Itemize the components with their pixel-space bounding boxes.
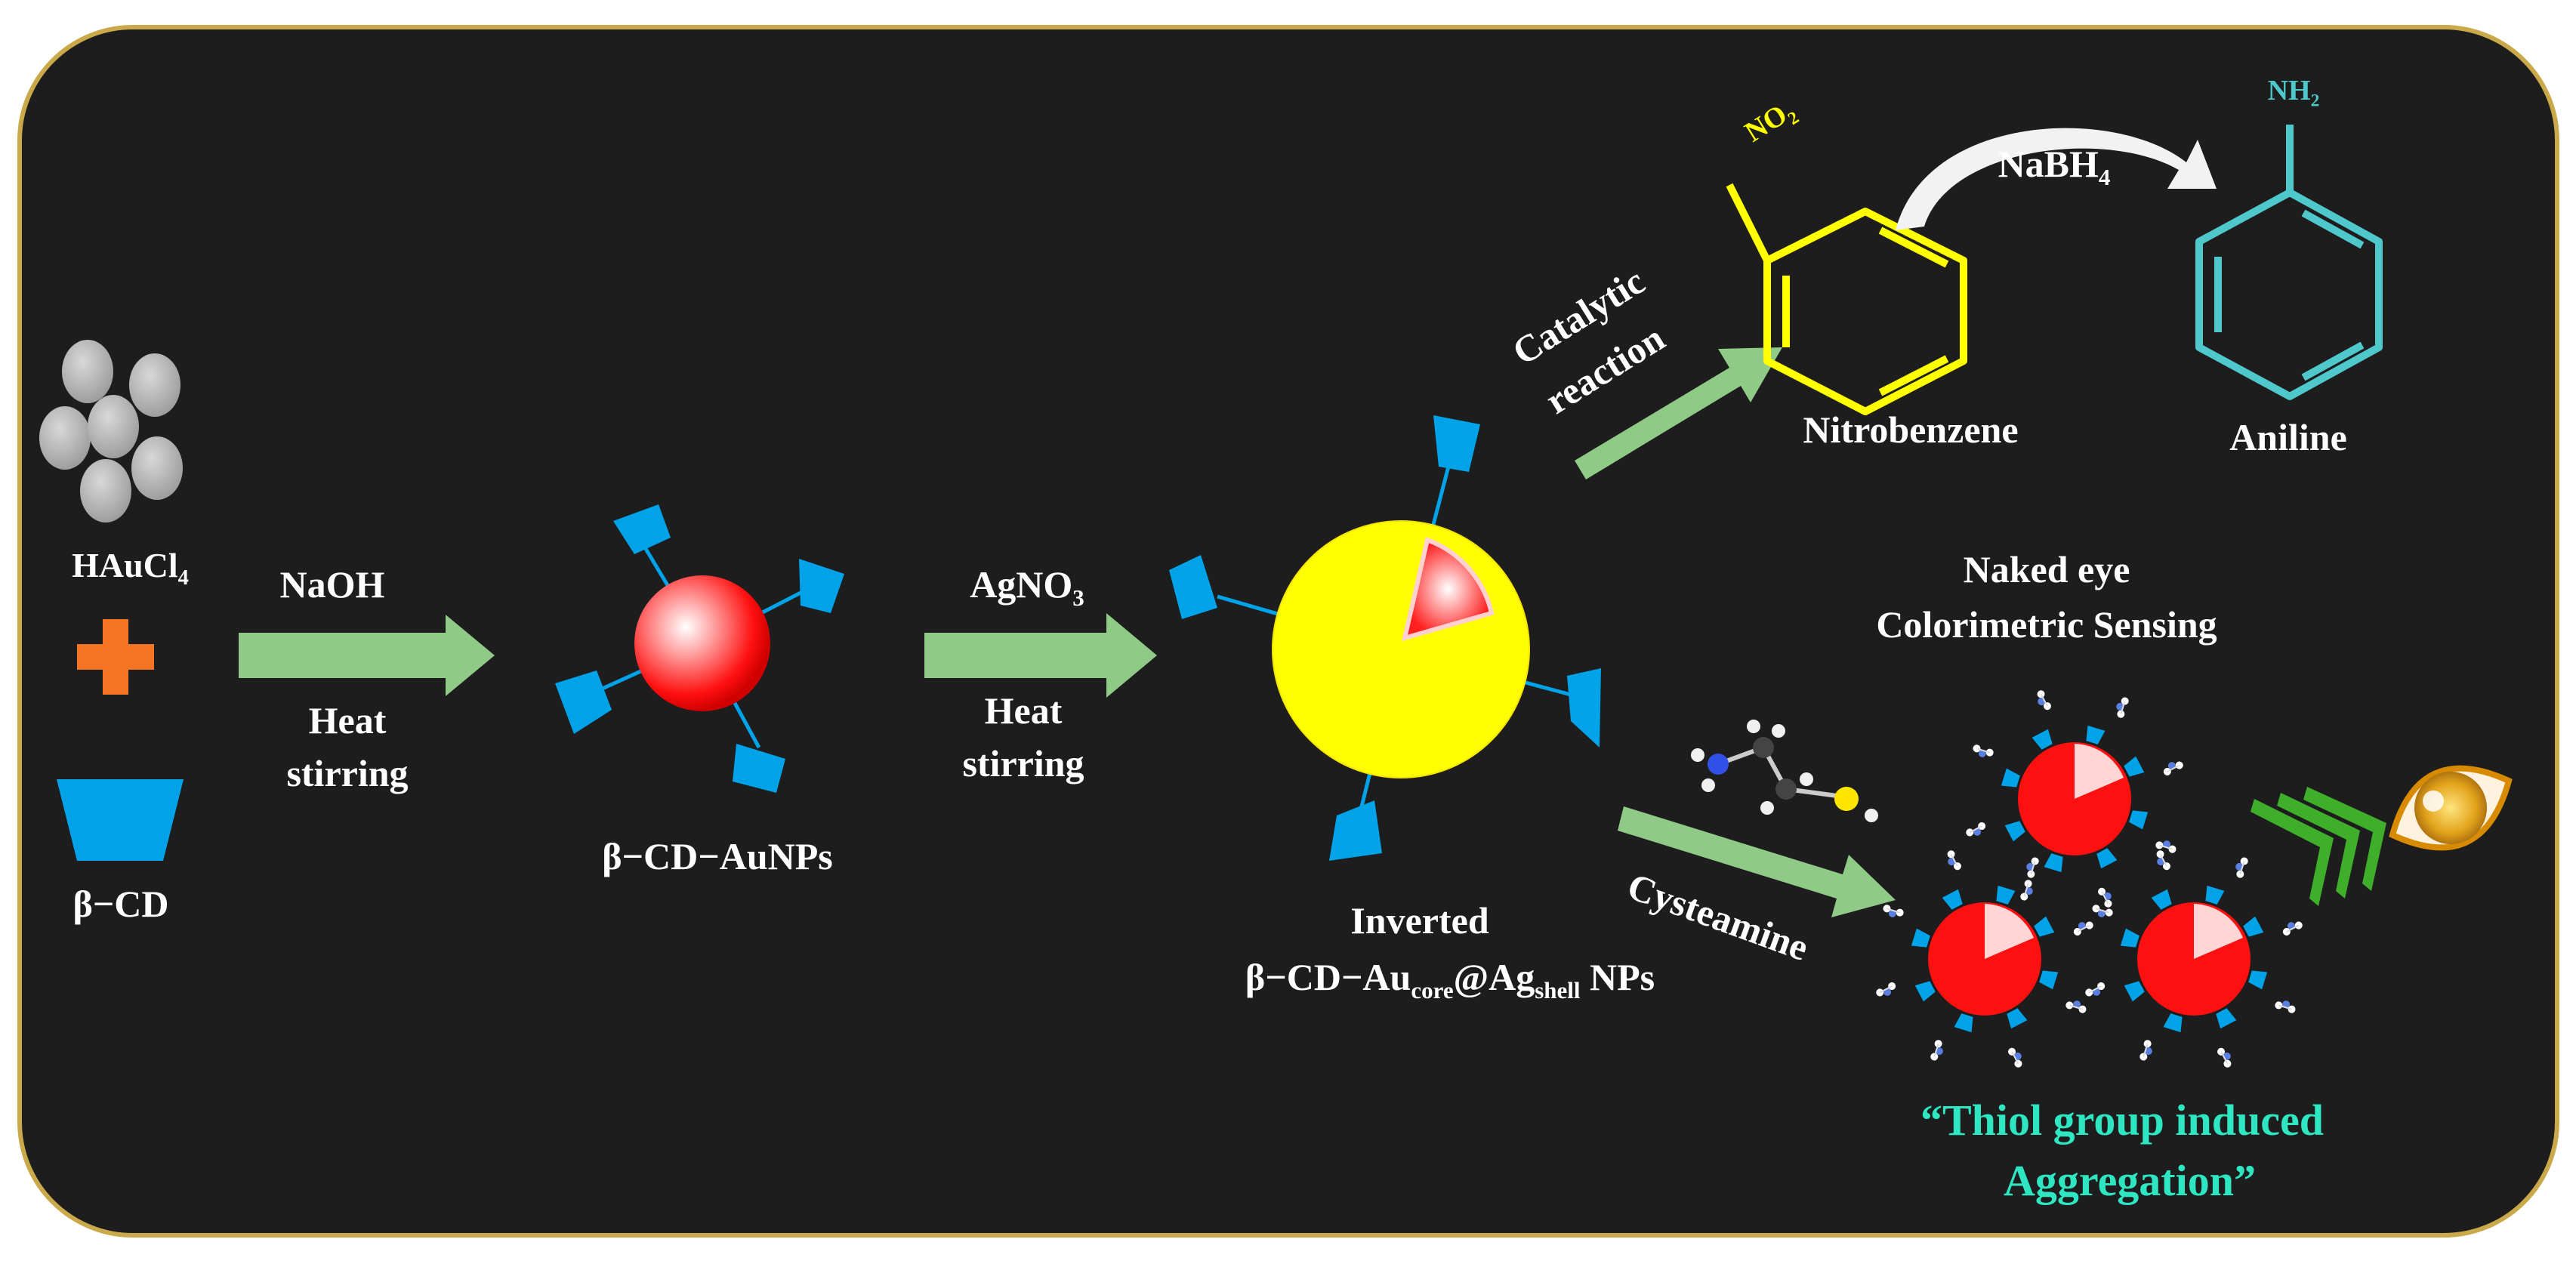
cd-marker — [2124, 981, 2145, 1002]
core-shell-prefix: β−CD−Au — [1245, 956, 1411, 998]
aggregation-caption-line2: Aggregation” — [2003, 1156, 2256, 1205]
amino-group-sub: 2 — [2310, 91, 2320, 111]
detection-chevrons-icon — [2251, 787, 2386, 906]
sensing-title-line1: Naked eye — [1963, 548, 2130, 590]
nitrobenzene-structure — [1726, 183, 1967, 415]
step2-reagent-sub: 3 — [1072, 584, 1084, 611]
cd-marker — [2096, 848, 2118, 869]
haucl4-sub: 4 — [177, 566, 189, 590]
step1-condition-line2: stirring — [286, 752, 409, 794]
plus-icon — [77, 619, 154, 695]
cd-marker — [1954, 1013, 1973, 1033]
amino-group-base: NH — [2267, 75, 2311, 106]
cd-marker — [2248, 970, 2268, 990]
cd-marker — [2120, 928, 2139, 948]
cd-marker — [2205, 885, 2225, 905]
gold-core — [634, 575, 770, 711]
cd-marker — [2151, 889, 2172, 910]
sensing-title-line2: Colorimetric Sensing — [1876, 603, 2217, 646]
haucl4-label: HAuCl4 — [45, 545, 215, 590]
cd-marker — [1996, 885, 2016, 905]
aniline-label: Aniline — [2229, 416, 2347, 458]
core-shell-suffix: NPs — [1580, 956, 1655, 998]
cd-marker — [2001, 768, 2020, 788]
eye-icon — [2389, 765, 2513, 851]
cd-marker — [2163, 1013, 2183, 1033]
cd-marker — [2034, 916, 2055, 937]
step2-reagent-base: AgNO — [970, 563, 1073, 606]
core-shell-sub1: core — [1411, 977, 1454, 1003]
amino-group-label: NH2 — [2252, 74, 2335, 112]
arrow-cysteamine — [1618, 806, 1896, 917]
aunp-label: β−CD−AuNPs — [602, 835, 833, 877]
reduction-curved-arrow — [1896, 128, 2217, 230]
step1-reagent: NaOH — [279, 563, 385, 606]
step2-condition-line2: stirring — [962, 742, 1084, 785]
core-shell-line1: Inverted — [1350, 899, 1489, 942]
cd-marker — [2044, 853, 2063, 873]
haucl4-base: HAuCl — [72, 546, 178, 584]
core-shell-sub2: shell — [1535, 977, 1581, 1003]
cysteamine-molecule-icon — [1691, 720, 1878, 822]
aggregation-caption-line1: “Thiol group induced — [1920, 1096, 2324, 1145]
core-shell-line2: β−CD−Aucore@Agshell NPs — [1178, 955, 1722, 1004]
cd-marker — [2243, 916, 2264, 937]
aggregated-particles — [1874, 688, 2305, 1070]
step2-condition-line1: Heat — [984, 689, 1063, 732]
nitrobenzene-label: Nitrobenzene — [1803, 408, 2019, 451]
cd-marker — [2129, 810, 2149, 830]
nabh4-label: NaBH4 — [1964, 142, 2145, 191]
arrow-step1 — [239, 615, 495, 696]
cd-marker — [2007, 1008, 2028, 1029]
beta-cd-icon — [57, 779, 184, 861]
silver-shell — [1272, 520, 1530, 778]
cd-marker — [1942, 889, 1963, 910]
cd-marker — [1911, 928, 1930, 948]
step2-reagent: AgNO3 — [933, 563, 1121, 612]
aniline-structure — [2195, 125, 2383, 400]
core-shell-mid: @Ag — [1453, 956, 1535, 998]
cd-marker — [2039, 970, 2059, 990]
cd-marker — [2086, 725, 2106, 744]
cd-marker — [1914, 981, 1936, 1002]
gold-salt-cluster-icon — [39, 340, 183, 523]
arrow-step2 — [924, 613, 1157, 698]
arrow-catalysis — [1575, 347, 1782, 479]
cd-aunp-particle — [555, 504, 844, 793]
cd-marker — [2004, 821, 2025, 842]
nabh4-base: NaBH — [1998, 143, 2099, 185]
step1-condition-line1: Heat — [308, 699, 387, 741]
core-shell-particle — [1169, 415, 1601, 861]
cd-marker — [2216, 1008, 2237, 1029]
beta-cd-label: β−CD — [72, 883, 169, 925]
cd-marker — [2031, 729, 2053, 750]
cd-marker — [2124, 756, 2145, 777]
nabh4-sub: 4 — [2098, 164, 2111, 190]
gold-core-wedge — [1401, 537, 1495, 642]
